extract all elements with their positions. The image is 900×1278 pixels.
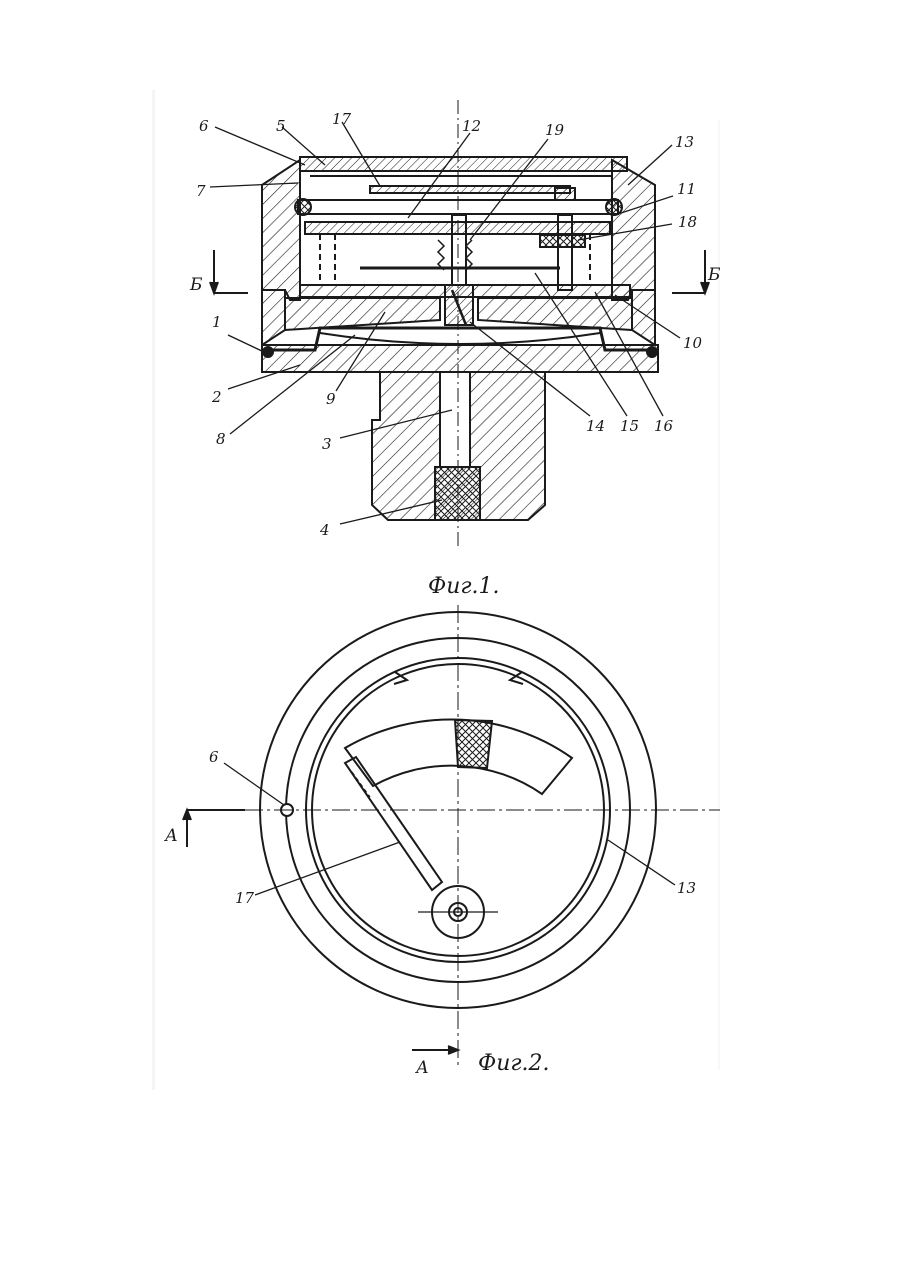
fig1-caption: Фиг.1. <box>428 574 500 599</box>
callout-13-front: 13 <box>677 879 696 897</box>
channel <box>440 372 470 467</box>
callout-12: 12 <box>462 117 481 135</box>
section-letter-a-left: А <box>164 826 178 846</box>
housing-right-lower <box>632 290 655 345</box>
callout-16: 16 <box>654 417 674 435</box>
flange <box>262 345 658 372</box>
callout-1: 1 <box>212 313 222 331</box>
section-letter-a-bottom: А <box>415 1058 429 1078</box>
callout-2: 2 <box>211 388 222 406</box>
callout-3: 3 <box>322 435 332 453</box>
o-ring-left <box>295 199 311 215</box>
callout-17-front: 17 <box>235 889 255 907</box>
callout-8: 8 <box>216 430 226 448</box>
o-ring-right <box>606 199 622 215</box>
housing-left-lower <box>262 290 285 345</box>
callout-4: 4 <box>319 521 330 539</box>
fig2-caption: Фиг.2. <box>478 1051 550 1076</box>
base-block <box>285 298 440 330</box>
callout-18: 18 <box>678 213 697 231</box>
callout-10: 10 <box>683 334 703 352</box>
callout-17: 17 <box>332 110 352 128</box>
scale-zone <box>455 720 492 768</box>
figure-1-cross-section <box>210 100 709 548</box>
callout-7: 7 <box>196 182 206 200</box>
fig2-callouts: 6 17 13 А А Фиг.2. <box>164 748 696 1078</box>
callout-5: 5 <box>276 117 286 135</box>
callout-9: 9 <box>326 390 336 408</box>
glass-window <box>300 157 627 171</box>
callout-14: 14 <box>586 417 605 435</box>
figure-2-front-view <box>183 605 720 1068</box>
dial-plate <box>370 186 570 193</box>
callout-13: 13 <box>675 133 694 151</box>
callout-19: 19 <box>545 121 565 139</box>
section-letter-right: Б <box>707 265 721 285</box>
pinion-assembly <box>540 235 585 247</box>
section-letter-left: Б <box>189 275 203 295</box>
callout-6-front: 6 <box>209 748 219 766</box>
housing-left-wall <box>262 160 300 300</box>
callout-6: 6 <box>199 117 209 135</box>
callout-15: 15 <box>620 417 639 435</box>
callout-11: 11 <box>677 180 696 198</box>
